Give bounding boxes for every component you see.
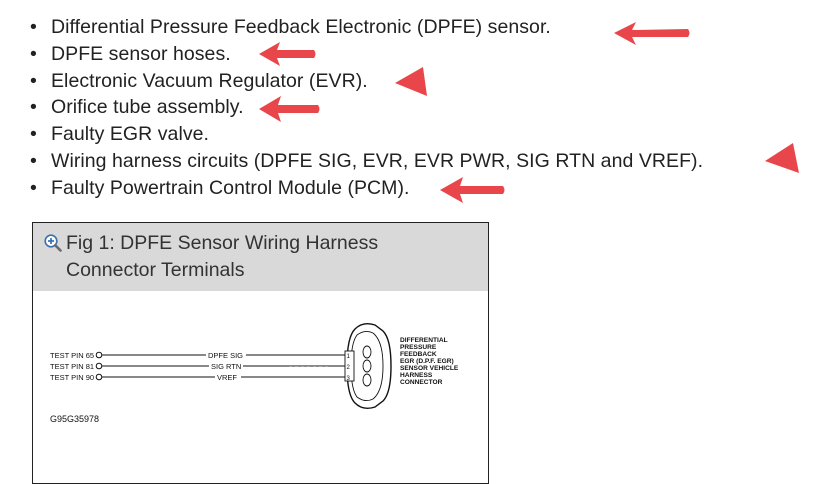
figure-title-line: Fig 1: DPFE Sensor Wiring Harness — [66, 232, 379, 254]
test-pin-terminal — [95, 373, 103, 381]
connector-terminal — [362, 373, 372, 387]
circuit-label: VREF — [217, 373, 237, 382]
cause-list: • Differential Pressure Feedback Electron… — [30, 14, 703, 202]
list-item: • Orifice tube assembly. — [30, 94, 703, 121]
zoom-in-icon[interactable] — [44, 234, 62, 252]
list-item-text: Orifice tube assembly. — [51, 96, 244, 119]
pin-number: 2 — [347, 365, 351, 371]
red-arrow-icon — [765, 143, 799, 173]
red-arrow-icon — [259, 96, 320, 122]
list-item: • Differential Pressure Feedback Electron… — [30, 14, 703, 41]
bullet: • — [30, 42, 37, 65]
test-pin-terminal — [95, 351, 103, 359]
test-pin-terminal — [95, 362, 103, 370]
list-item-text: Faulty EGR valve. — [51, 123, 209, 146]
pin-number: 3 — [347, 376, 351, 382]
connector-label: PRESSURE — [400, 344, 437, 351]
list-item-text: DPFE sensor hoses. — [51, 42, 231, 65]
bullet: • — [30, 176, 37, 199]
figure-panel: Fig 1: DPFE Sensor Wiring Harness Connec… — [32, 222, 489, 484]
figure-title-line: Connector Terminals — [66, 259, 245, 281]
wiring-diagram: TEST PIN 65 TEST PIN 81 TEST PIN 90 DPFE… — [50, 322, 459, 424]
bullet: • — [30, 123, 37, 146]
connector-terminal — [362, 359, 372, 373]
list-item-text: Faulty Powertrain Control Module (PCM). — [51, 176, 410, 199]
list-item: • Wiring harness circuits (DPFE SIG, EVR,… — [30, 148, 703, 175]
connector-terminal — [362, 345, 372, 359]
bullet: • — [30, 69, 37, 92]
red-arrow-icon — [259, 42, 316, 66]
list-item: • DPFE sensor hoses. — [30, 41, 703, 68]
circuit-label: SIG RTN — [211, 362, 241, 371]
bullet: • — [30, 16, 37, 38]
bullet: • — [30, 96, 37, 119]
list-item: • Faulty Powertrain Control Module (PCM). — [30, 175, 703, 202]
red-arrow-icon — [614, 22, 690, 45]
test-pin-label: TEST PIN 65 — [50, 351, 94, 360]
red-arrow-icon — [395, 67, 427, 96]
list-item: • Electronic Vacuum Regulator (EVR). — [30, 68, 703, 95]
red-arrow-icon — [440, 177, 505, 203]
list-item-text: Electronic Vacuum Regulator (EVR). — [51, 69, 368, 92]
connector-label: FEEDBACK — [400, 351, 437, 358]
connector-label: CONNECTOR — [400, 379, 443, 386]
list-item: • Faulty EGR valve. — [30, 121, 703, 148]
diagram-code: G95G35978 — [50, 414, 99, 424]
pin-number: 1 — [347, 354, 351, 360]
bullet: • — [30, 149, 37, 172]
figure-title: Fig 1: DPFE Sensor Wiring Harness Connec… — [66, 230, 476, 284]
connector-label: HARNESS — [400, 372, 433, 379]
test-pin-label: TEST PIN 81 — [50, 362, 94, 371]
test-pin-label: TEST PIN 90 — [50, 373, 94, 382]
list-item-text: Wiring harness circuits (DPFE SIG, EVR, … — [51, 149, 704, 172]
connector-label: SENSOR VEHICLE — [400, 365, 459, 372]
connector-label: DIFFERENTIAL — [400, 337, 448, 344]
connector-label: EGR (D.P.F. EGR) — [400, 358, 454, 365]
figure-header: Fig 1: DPFE Sensor Wiring Harness Connec… — [33, 223, 488, 291]
circuit-label: DPFE SIG — [208, 351, 243, 360]
list-item-text: Differential Pressure Feedback Electroni… — [51, 16, 551, 38]
